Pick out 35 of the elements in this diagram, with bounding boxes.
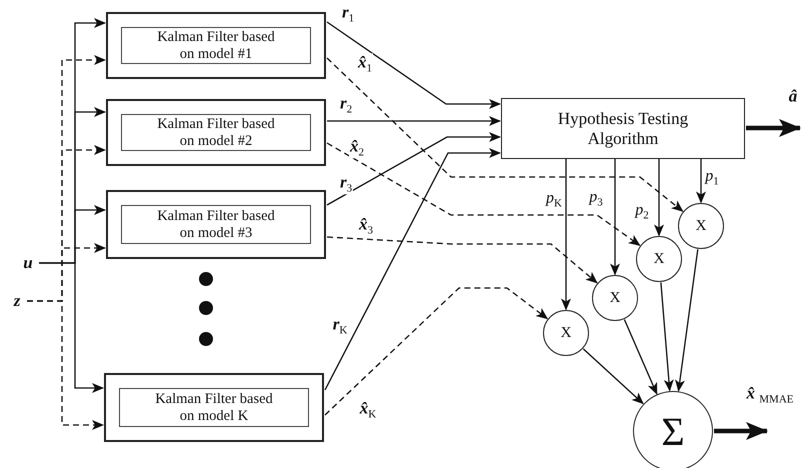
arrow <box>654 159 664 236</box>
edge-label: x̂$_{3}$ <box>358 215 374 237</box>
output-arrow <box>714 422 768 440</box>
multiplier-circle: X <box>678 203 724 249</box>
arrow <box>326 132 501 206</box>
edge-label: â <box>788 88 798 104</box>
multiplier-circle: X <box>592 275 638 321</box>
summation-circle: Σ <box>633 391 713 468</box>
arrow <box>326 21 501 109</box>
algorithm-box: Hypothesis Testing Algorithm <box>501 98 745 159</box>
multiplier-circle: X <box>636 236 682 282</box>
arrow <box>324 148 501 390</box>
output-arrow <box>746 119 801 137</box>
arrow <box>561 159 571 310</box>
dashed-arrow <box>324 287 548 416</box>
edge-label: x̂$_{2}$ <box>349 137 365 159</box>
dashed-arrow <box>326 58 684 212</box>
filter-box: Kalman Filter based on model #2 <box>106 99 326 166</box>
filter-box: Kalman Filter based on model #3 <box>106 190 326 259</box>
variable-label: z <box>8 291 26 311</box>
variable-label: u <box>18 253 38 273</box>
filter-box: Kalman Filter based on model K <box>104 373 324 442</box>
dashed-arrow <box>326 236 598 284</box>
arrow <box>675 249 698 392</box>
dashed-arrow <box>326 142 641 246</box>
arrow <box>39 262 104 393</box>
arrow <box>624 319 658 395</box>
arrow <box>696 159 706 204</box>
dashed-arrow <box>27 300 104 430</box>
multiplier-circle: X <box>543 310 589 356</box>
arrow <box>660 282 674 392</box>
arrow <box>610 159 620 276</box>
arrow <box>327 116 501 126</box>
arrow <box>582 348 644 404</box>
filter-box: Kalman Filter based on model #1 <box>106 12 326 79</box>
